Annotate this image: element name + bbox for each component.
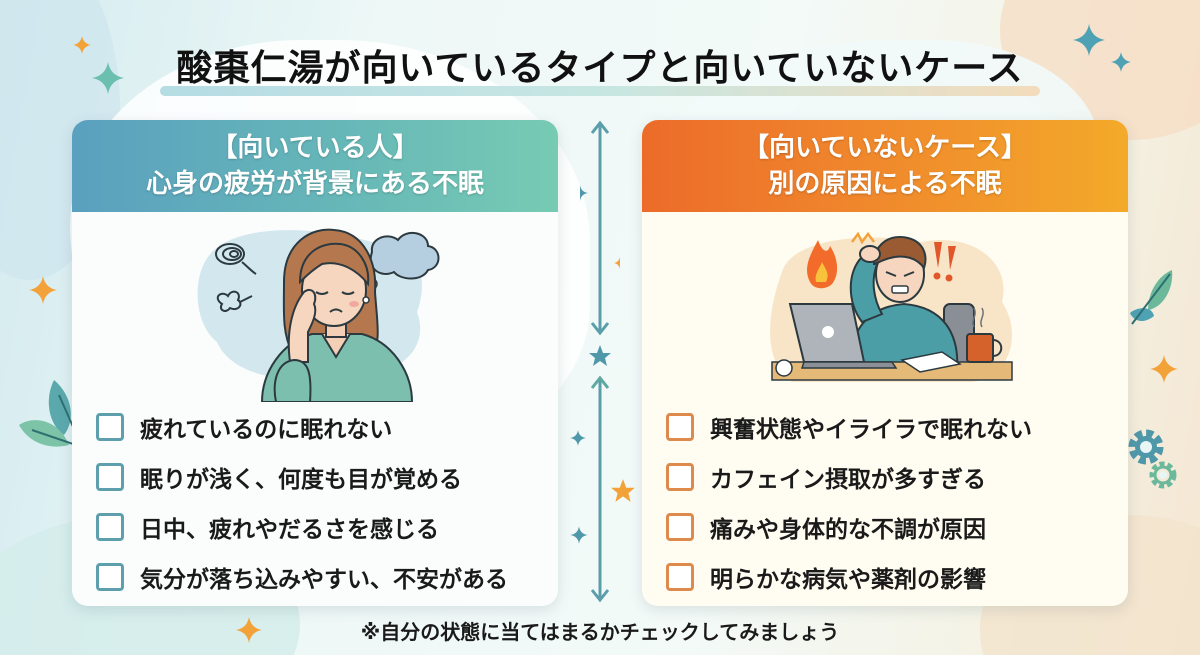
checkbox[interactable]: [666, 563, 694, 591]
footer-note: ※自分の状態に当てはまるかチェックしてみましょう: [360, 620, 840, 644]
checkbox[interactable]: [666, 463, 694, 491]
checklist-item[interactable]: カフェイン摂取が多すぎる: [666, 452, 1118, 502]
checklist-item[interactable]: 眠りが浅く、何度も目が覚める: [96, 452, 548, 502]
checklist-item[interactable]: 疲れているのに眠れない: [96, 402, 548, 452]
sparkle-icon: [1111, 52, 1131, 72]
unsuitable-card: 【向いていないケース】 別の原因による不眠: [642, 120, 1128, 606]
checkbox[interactable]: [96, 513, 124, 541]
checkbox[interactable]: [666, 513, 694, 541]
suitable-card-subheading: 心身の疲労が背景にある不眠: [145, 169, 484, 199]
title-underline: [160, 86, 1040, 96]
suitable-card-header: 【向いている人】 心身の疲労が背景にある不眠: [72, 120, 558, 212]
checklist-item[interactable]: 痛みや身体的な不調が原因: [666, 502, 1118, 552]
checklist-item[interactable]: 日中、疲れやだるさを感じる: [96, 502, 548, 552]
unsuitable-card-header: 【向いていないケース】 別の原因による不眠: [642, 120, 1128, 212]
suitable-card-heading: 【向いている人】: [211, 133, 419, 163]
page-title-wrap: 酸棗仁湯が向いているタイプと向いていないケース: [150, 40, 1050, 100]
sparkle-icon: [73, 36, 91, 54]
checklist-label: 疲れているのに眠れない: [140, 417, 393, 443]
divider-arrows: [580, 120, 620, 603]
leaf-icon: [1130, 270, 1173, 325]
unsuitable-card-subheading: 別の原因による不眠: [768, 169, 1002, 199]
checklist-item[interactable]: 明らかな病気や薬剤の影響: [666, 552, 1118, 602]
leaf-icon: [19, 380, 74, 447]
checklist-item[interactable]: 気分が落ち込みやすい、不安がある: [96, 552, 548, 602]
checklist-label: 明らかな病気や薬剤の影響: [710, 567, 986, 593]
suitable-checklist: 疲れているのに眠れない 眠りが浅く、何度も目が覚める 日中、疲れやだるさを感じる…: [96, 402, 548, 602]
unsuitable-checklist: 興奮状態やイライラで眠れない カフェイン摂取が多すぎる 痛みや身体的な不調が原因…: [666, 402, 1118, 602]
checkbox[interactable]: [96, 463, 124, 491]
suitable-card: 【向いている人】 心身の疲労が背景にある不眠: [72, 120, 558, 606]
checklist-label: 気分が落ち込みやすい、不安がある: [140, 567, 508, 593]
checklist-item[interactable]: 興奮状態やイライラで眠れない: [666, 402, 1118, 452]
sparkle-icon: [92, 62, 124, 94]
checklist-label: 痛みや身体的な不調が原因: [710, 517, 986, 543]
page-title: 酸棗仁湯が向いているタイプと向いていないケース: [176, 48, 1024, 89]
checklist-label: 眠りが浅く、何度も目が覚める: [140, 467, 462, 493]
sparkle-icon: [1073, 24, 1105, 56]
checkbox[interactable]: [96, 563, 124, 591]
checkbox[interactable]: [666, 413, 694, 441]
gear-icon: [1128, 429, 1177, 489]
sparkle-icon: [1150, 355, 1178, 383]
checklist-label: 日中、疲れやだるさを感じる: [140, 517, 439, 543]
sparkle-icon: [570, 526, 588, 544]
star-icon: [611, 479, 635, 502]
sparkle-icon: [29, 276, 57, 304]
checkbox[interactable]: [96, 413, 124, 441]
sparkle-icon: [570, 430, 586, 446]
frustrated-man-illustration: [642, 212, 1128, 402]
sparkle-icon: [236, 617, 262, 643]
unsuitable-card-heading: 【向いていないケース】: [743, 133, 1027, 163]
checklist-label: カフェイン摂取が多すぎる: [710, 467, 986, 493]
checklist-label: 興奮状態やイライラで眠れない: [710, 417, 1032, 443]
tired-woman-illustration: [72, 212, 558, 403]
